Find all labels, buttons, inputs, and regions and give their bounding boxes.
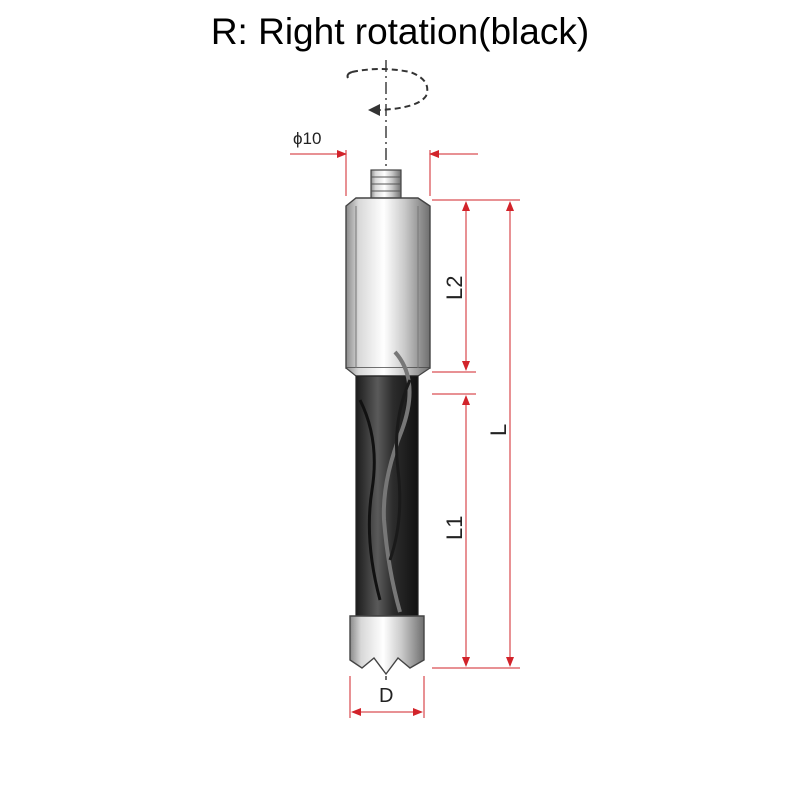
shank	[345, 197, 431, 377]
cutting-length-label: L1	[442, 516, 467, 540]
shank-length-label: L2	[442, 276, 467, 300]
diameter-label: D	[379, 685, 393, 707]
shank-diameter-dimension: ϕ10	[290, 129, 478, 196]
extension-lines	[432, 199, 520, 669]
shank-length-dimension: L2	[442, 201, 470, 371]
fluted-body	[355, 350, 419, 617]
cutting-length-dimension: L1	[442, 395, 470, 667]
diameter-dimension: D	[349, 676, 425, 718]
page-title: R: Right rotation(black)	[210, 11, 590, 52]
rotation-arrow-icon	[346, 68, 429, 116]
cutting-tip	[349, 615, 425, 676]
total-length-label: L	[486, 424, 511, 436]
shank-diameter-label: ϕ10	[293, 129, 321, 148]
total-length-dimension: L	[486, 201, 514, 667]
